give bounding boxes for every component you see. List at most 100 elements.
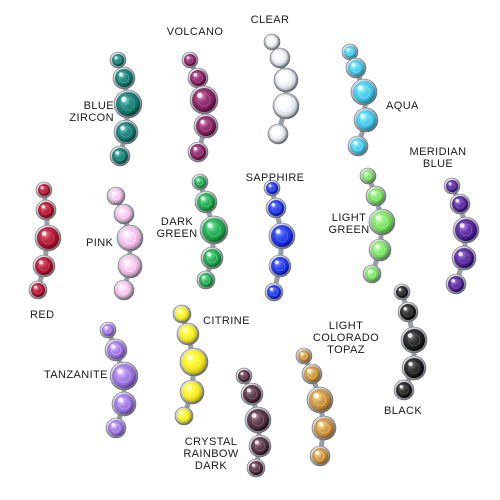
gem-facet (34, 286, 42, 294)
gem-facet (124, 232, 136, 244)
gem-stone (114, 394, 134, 414)
gem-facet (115, 151, 125, 161)
gem-facet (270, 288, 278, 296)
gem-highlight (186, 385, 191, 391)
gem-facet (41, 205, 51, 215)
gem-facet (360, 114, 372, 126)
gem-stone (249, 461, 263, 475)
gem-facet (119, 73, 129, 83)
gem-highlight (351, 63, 355, 67)
gem-stone (182, 382, 202, 402)
gem-stone (112, 148, 128, 164)
gem-facet (271, 203, 281, 213)
gem-highlight (104, 326, 108, 329)
gem-facet (275, 261, 285, 271)
gem-highlight (200, 196, 205, 201)
gem-stone (177, 409, 191, 423)
gem-facet (207, 223, 221, 237)
piercing-blue-zircon (109, 51, 143, 167)
gem-facet (255, 441, 265, 451)
gem-stone (275, 95, 297, 117)
gem-stone (268, 200, 284, 216)
gem-stone (454, 248, 474, 268)
label-volcano: VOLCANO (166, 26, 224, 38)
label-pink: PINK (86, 237, 114, 249)
gem-highlight (117, 368, 123, 374)
gem-facet (280, 100, 292, 112)
gem-facet (268, 184, 276, 192)
gem-facet (358, 86, 370, 98)
gem-highlight (121, 96, 127, 102)
gem-highlight (114, 56, 118, 59)
gem-stone (266, 36, 278, 48)
gem-highlight (375, 215, 381, 221)
gem-facet (376, 216, 388, 228)
gem-stone (109, 189, 123, 203)
gem-facet (448, 182, 456, 190)
gem-highlight (178, 309, 182, 313)
gem-stone (365, 267, 379, 281)
gem-facet (42, 232, 54, 244)
gem-highlight (251, 413, 257, 419)
gem-highlight (407, 333, 413, 339)
gem-facet (364, 172, 372, 180)
piercing-light-colorado-topaz (295, 347, 337, 467)
gem-stone (202, 218, 226, 242)
gem-facet (315, 451, 325, 461)
gem-stone (38, 184, 50, 196)
gem-facet (460, 224, 472, 236)
gem-stone (271, 257, 289, 275)
gem-stone (116, 206, 132, 222)
label-citrine: CITRINE (203, 315, 250, 327)
gem-stone (238, 370, 250, 382)
gem-facet (307, 369, 317, 379)
gem-stone (182, 350, 206, 374)
gem-facet (276, 230, 288, 242)
piercing-clear (263, 33, 300, 145)
gem-highlight (448, 182, 452, 185)
gem-highlight (300, 352, 304, 355)
gem-facet (318, 422, 330, 434)
gem-highlight (252, 463, 256, 467)
gem-stone (270, 126, 286, 142)
gem-stone (272, 50, 288, 66)
gem-facet (408, 334, 420, 346)
label-black: BLACK (384, 405, 423, 417)
gem-highlight (357, 85, 363, 91)
gem-facet (275, 53, 285, 63)
gem-stone (448, 276, 464, 292)
gem-highlight (34, 285, 38, 289)
gem-highlight (455, 199, 459, 203)
gem-stone (371, 241, 389, 259)
gem-highlight (403, 307, 407, 311)
gem-facet (268, 38, 276, 46)
gem-highlight (240, 372, 244, 375)
gem-highlight (268, 38, 272, 41)
gem-facet (375, 245, 385, 255)
gem-highlight (119, 285, 123, 289)
gem-highlight (274, 260, 279, 265)
gem-facet (193, 147, 203, 157)
gem-stone (276, 70, 296, 90)
gem-stone (271, 225, 293, 247)
gem-facet (186, 56, 194, 64)
piercing-pink (106, 186, 144, 301)
gem-stone (108, 420, 124, 436)
gem-facet (180, 412, 188, 420)
gem-stone (396, 382, 412, 398)
gem-highlight (193, 73, 197, 77)
gem-facet (121, 97, 135, 111)
gem-highlight (459, 223, 465, 229)
gem-highlight (118, 72, 123, 77)
gem-facet (408, 362, 420, 374)
gem-stone (203, 249, 221, 267)
gem-stone (396, 286, 408, 298)
gem-highlight (206, 252, 211, 257)
gem-stone (190, 144, 206, 160)
gem-stone (312, 448, 328, 464)
gem-facet (118, 398, 130, 410)
